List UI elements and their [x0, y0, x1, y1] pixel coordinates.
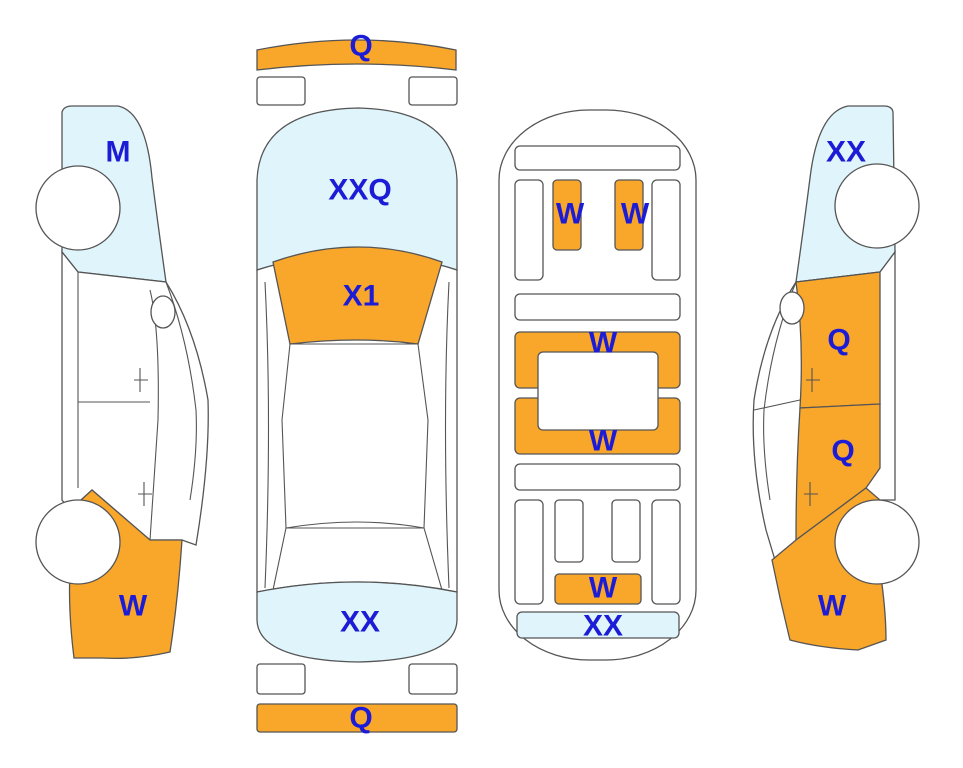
top-rear-glass-outline: [272, 521, 443, 591]
left-side-mirror: [150, 295, 176, 329]
right-roof-code: XX: [826, 136, 866, 169]
top-trunk-panel: [256, 581, 458, 663]
right-front-door-code: Q: [827, 324, 850, 357]
top-rear-right-light: [408, 663, 458, 695]
left-side-door-handle-front: [134, 368, 148, 392]
under-front-left-rail: [514, 179, 544, 281]
left-side-window-line: [77, 272, 159, 541]
left-roof-code: M: [106, 136, 131, 169]
top-front-left-light: [256, 76, 306, 106]
under-mid-bar-upper: [514, 293, 681, 321]
underside-view: [498, 109, 697, 661]
left-side-rear-wheel: [35, 499, 121, 585]
under-rear-bumper: [516, 611, 680, 639]
top-hood-code: XXQ: [328, 174, 391, 207]
left-side-view: [35, 105, 209, 660]
top-windshield-panel: [272, 246, 443, 345]
top-rear-bumper-code: Q: [349, 702, 372, 735]
under-front-right-code: W: [621, 198, 650, 231]
right-side-view: [752, 105, 920, 651]
under-front-bar: [514, 145, 681, 171]
top-trunk-code: XX: [340, 606, 380, 639]
right-side-door-handle-front: [806, 368, 820, 392]
right-rear-door-code: Q: [831, 435, 854, 468]
top-windshield-code: X1: [343, 280, 380, 313]
under-center-cutout: [537, 351, 659, 431]
left-rear-code: W: [119, 590, 148, 623]
top-side-lines: [264, 281, 450, 589]
top-front-bumper: [256, 39, 457, 71]
top-rear-bumper: [256, 703, 458, 733]
under-front-left-code: W: [556, 198, 585, 231]
left-side-front-wheel: [35, 165, 121, 251]
top-front-bumper-code: Q: [349, 30, 372, 63]
under-front-right-rail: [651, 179, 681, 281]
top-front-right-light: [408, 76, 458, 106]
right-side-mirror: [779, 291, 805, 325]
under-front-right-panel: [614, 179, 644, 251]
under-rear-left-slot: [554, 499, 584, 563]
right-side-door-handle-rear: [804, 482, 818, 506]
damage-labels: M W Q XXQ X1 XX Q W W W W W XX XX Q Q W: [106, 30, 867, 735]
left-side-body-panel: [61, 250, 209, 546]
top-view: [256, 39, 458, 733]
under-front-left-panel: [552, 179, 582, 251]
top-rear-left-light: [256, 663, 306, 695]
left-side-pillar-line: [165, 281, 197, 501]
under-mid-lower-code: W: [589, 425, 618, 458]
right-side-front-wheel: [834, 163, 920, 249]
right-side-rear-wheel: [834, 499, 920, 585]
right-rear-code: W: [818, 590, 847, 623]
under-rear-code: W: [589, 572, 618, 605]
left-side-door-handle-rear: [138, 482, 152, 506]
under-rear-panel: [554, 573, 642, 605]
under-rear-right-rail: [651, 499, 681, 605]
under-mid-upper-code: W: [589, 327, 618, 360]
under-rear-left-rail: [514, 499, 544, 605]
under-rear-right-slot: [611, 499, 641, 563]
under-mid-bar-lower: [514, 463, 681, 491]
under-rear-bumper-code: XX: [583, 610, 623, 643]
